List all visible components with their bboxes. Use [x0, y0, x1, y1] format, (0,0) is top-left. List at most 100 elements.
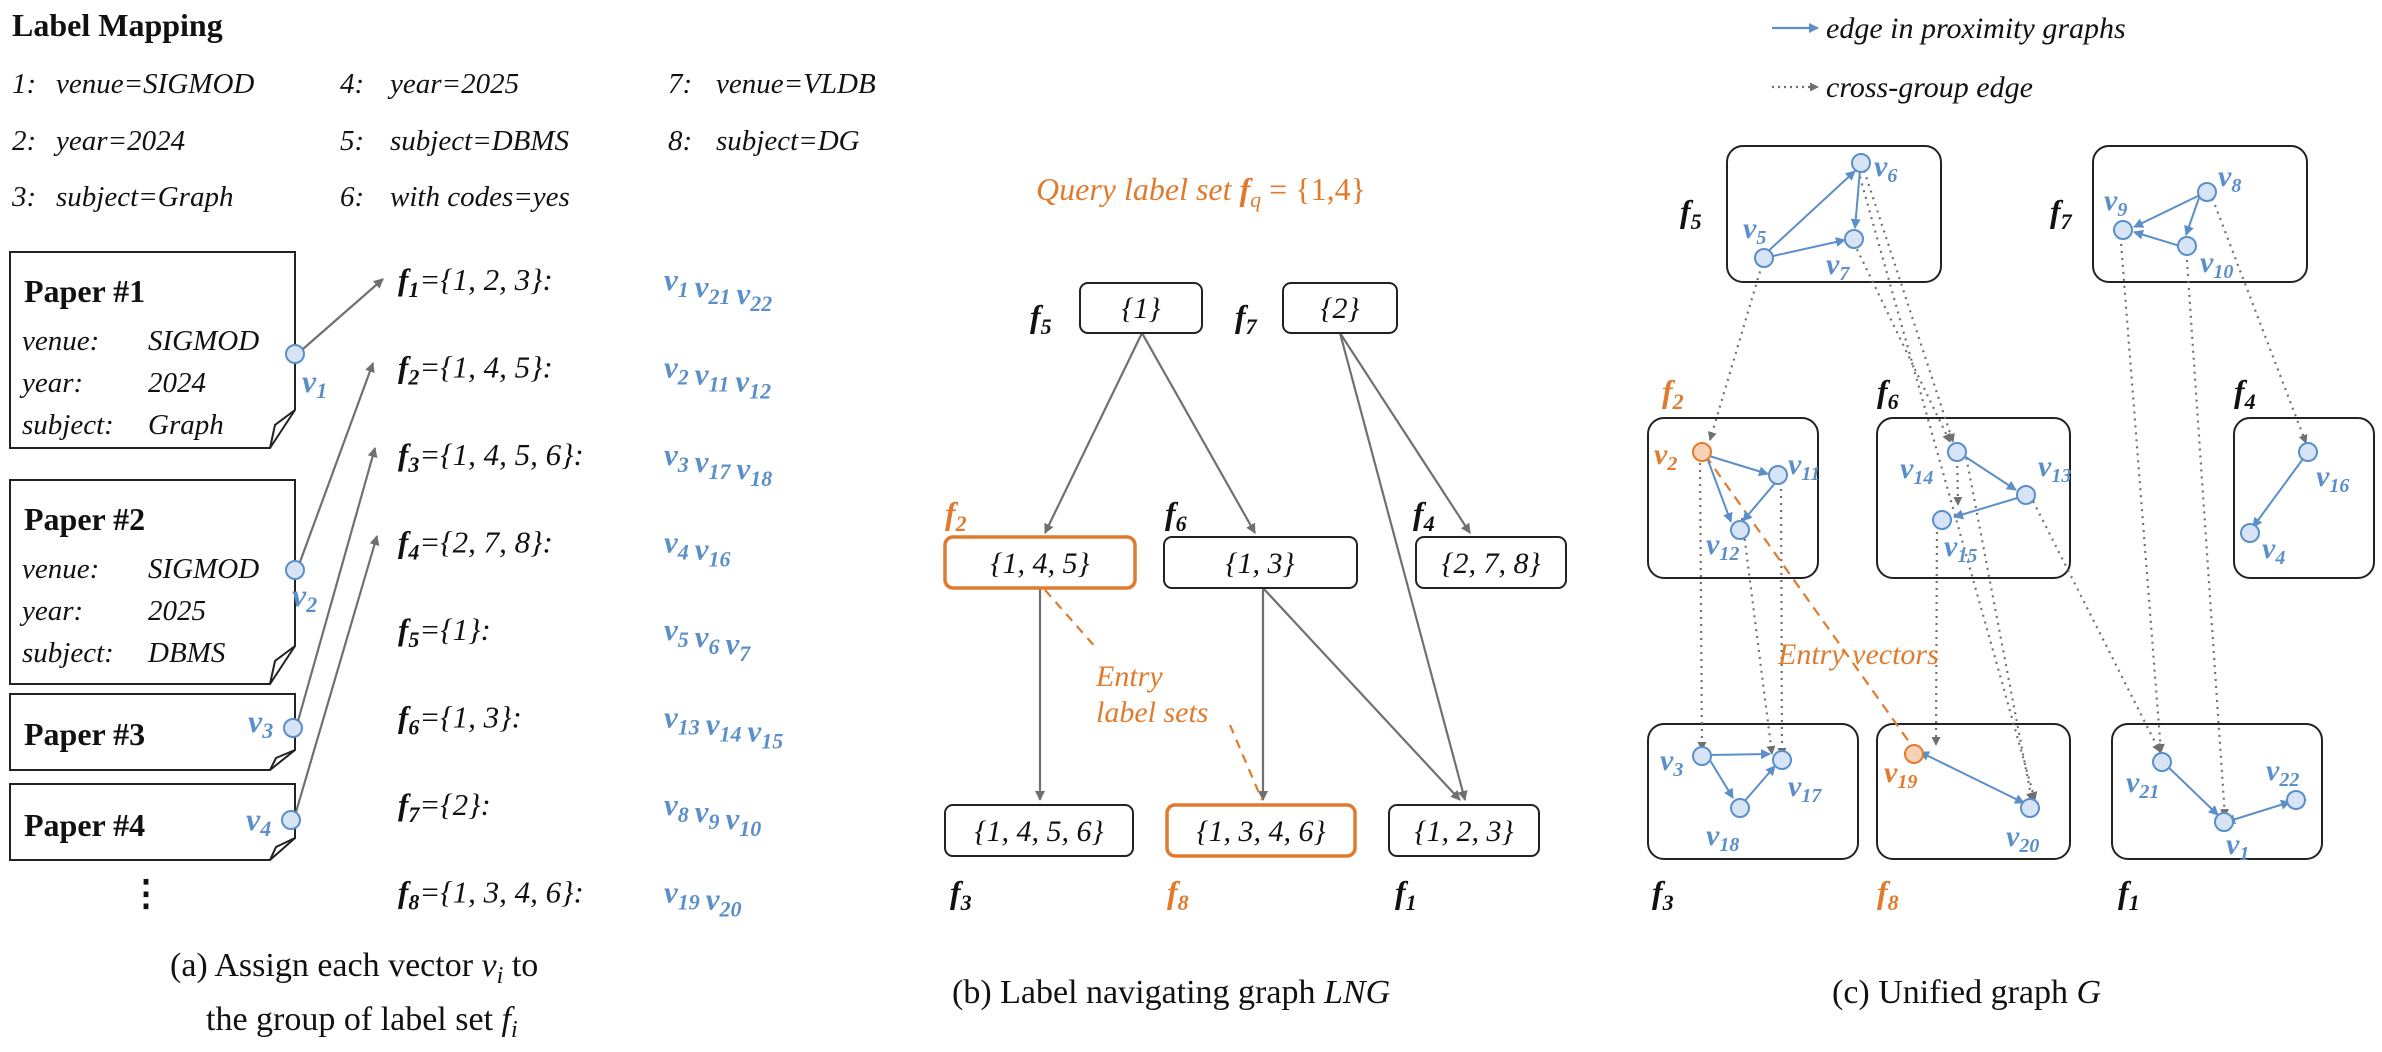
group-box-f7 — [2092, 145, 2308, 283]
node-v14 — [1947, 442, 1967, 462]
svg-text:v6: v6 — [1874, 150, 1897, 187]
node-v6 — [1851, 153, 1871, 173]
cross-group-edges — [1697, 163, 2308, 818]
entry-label-sets-line2: label sets — [1096, 696, 1209, 729]
group-label-set-row: f3={1, 4, 5, 6}: — [398, 437, 584, 477]
lng-node-f4: {2, 7, 8} f4 — [1413, 495, 1567, 589]
query-label-set: Query label set fq = {1,4} — [1036, 171, 1366, 212]
svg-text:v11: v11 — [1788, 448, 1820, 485]
vector-node — [283, 718, 303, 738]
paper-field-value: 2025 — [148, 595, 206, 627]
node-v11 — [1768, 465, 1788, 485]
svg-text:f6: f6 — [1165, 495, 1187, 536]
group-label-set-row: f4={2, 7, 8}: — [398, 525, 553, 565]
paper-field-value: SIGMOD — [148, 553, 259, 585]
label-mapping-list: 1: venue=SIGMOD 2: year=2024 3: subject=… — [11, 68, 876, 213]
svg-text:v9: v9 — [2104, 184, 2127, 221]
svg-text:v21: v21 — [2126, 766, 2159, 803]
paper-field-key: year: — [19, 367, 83, 399]
group-label-f3: f3 — [1652, 874, 1674, 915]
lng-node-f8: {1, 3, 4, 6} f8 — [1165, 803, 1357, 915]
mapping-text: venue=VLDB — [716, 68, 876, 100]
mapping-num: 4: — [340, 68, 364, 100]
node-v19 — [1904, 744, 1924, 764]
svg-text:{1}: {1} — [1122, 292, 1161, 325]
svg-text:v12: v12 — [1706, 528, 1739, 565]
lng-edges — [1035, 332, 1471, 801]
paper-card-2: Paper #2 venue: SIGMOD year: 2025 subjec… — [9, 479, 296, 685]
node-v5 — [1754, 248, 1774, 268]
node-v9 — [2113, 220, 2133, 240]
unified-vector-nodes — [1692, 153, 2318, 832]
lng-node-f3: {1, 4, 5, 6} f3 — [944, 804, 1134, 915]
svg-text:v2: v2 — [1654, 438, 1677, 475]
mapping-text: subject=DBMS — [390, 125, 570, 157]
svg-text:{2, 7, 8}: {2, 7, 8} — [1442, 547, 1541, 580]
paper-field-value: Graph — [148, 409, 224, 441]
caption-a-line1: (a) Assign each vector vi to — [170, 947, 538, 989]
group-label-f1: f1 — [2118, 874, 2140, 915]
paper-field-value: 2024 — [148, 367, 206, 399]
node-v18 — [1730, 798, 1750, 818]
paper-field-key: year: — [19, 595, 83, 627]
mapping-text: subject=Graph — [56, 181, 233, 213]
mapping-num: 2: — [12, 125, 36, 157]
node-v15 — [1932, 510, 1952, 530]
group-label-set-row: f8={1, 3, 4, 6}: — [398, 875, 584, 915]
node-v13 — [2016, 485, 2036, 505]
svg-text:f4: f4 — [1413, 495, 1435, 536]
label-mapping-title: Label Mapping — [12, 7, 223, 43]
group-label-f4: f4 — [2234, 373, 2256, 414]
group-label-set-row: f2={1, 4, 5}: — [398, 350, 553, 390]
svg-text:{1, 4, 5}: {1, 4, 5} — [991, 547, 1090, 580]
legend: edge in proximity graphs cross-group edg… — [1772, 12, 2126, 104]
svg-text:{1, 4, 5, 6}: {1, 4, 5, 6} — [975, 815, 1104, 848]
caption-a-line2: the group of label set fi — [206, 1001, 518, 1043]
svg-text:v5: v5 — [1743, 212, 1766, 249]
lng-node-f2: {1, 4, 5} f2 — [943, 495, 1137, 590]
mapping-num: 6: — [340, 181, 364, 213]
mapping-num: 5: — [340, 125, 364, 157]
paper-field-value: SIGMOD — [148, 325, 259, 357]
node-v12 — [1730, 520, 1750, 540]
vector-label: v1 — [302, 363, 327, 403]
svg-text:f1: f1 — [1395, 874, 1417, 915]
caption-b: (b) Label navigating graph LNG — [952, 974, 1390, 1011]
vector-label: v4 — [246, 801, 271, 841]
svg-text:v1: v1 — [2226, 828, 2249, 865]
svg-text:f8: f8 — [1167, 874, 1189, 915]
group-box-f5 — [1726, 145, 1942, 283]
svg-text:v10: v10 — [2200, 246, 2233, 283]
caption-c: (c) Unified graph G — [1832, 974, 2101, 1011]
panel-b: Query label set fq = {1,4} {1} f5 {2} f7 — [943, 171, 1567, 1011]
svg-text:v18: v18 — [1706, 819, 1739, 856]
mapping-text: year=2024 — [53, 125, 185, 157]
paper-field-key: subject: — [22, 409, 114, 441]
node-v17 — [1772, 750, 1792, 770]
svg-text:v20: v20 — [2006, 820, 2039, 857]
svg-text:v22: v22 — [2266, 754, 2299, 791]
paper-title: Paper #3 — [24, 716, 145, 752]
svg-text:f3: f3 — [950, 874, 972, 915]
paper-field-key: venue: — [22, 325, 99, 357]
svg-text:v4: v4 — [2262, 532, 2285, 569]
ellipsis: ⋮ — [128, 873, 164, 913]
mapping-num: 7: — [668, 68, 692, 100]
group-box-f2 — [1647, 417, 1819, 579]
svg-text:v8: v8 — [2218, 160, 2241, 197]
paper-card-4: Paper #4 — [9, 783, 296, 861]
vector-label: v2 — [292, 577, 317, 617]
entry-vector-dashed-line — [1704, 454, 1913, 747]
paper-title: Paper #1 — [24, 273, 145, 309]
svg-text:v7: v7 — [1826, 248, 1850, 285]
svg-text:v3: v3 — [1660, 744, 1683, 781]
node-v21 — [2152, 752, 2172, 772]
svg-text:v15: v15 — [1944, 530, 1977, 567]
